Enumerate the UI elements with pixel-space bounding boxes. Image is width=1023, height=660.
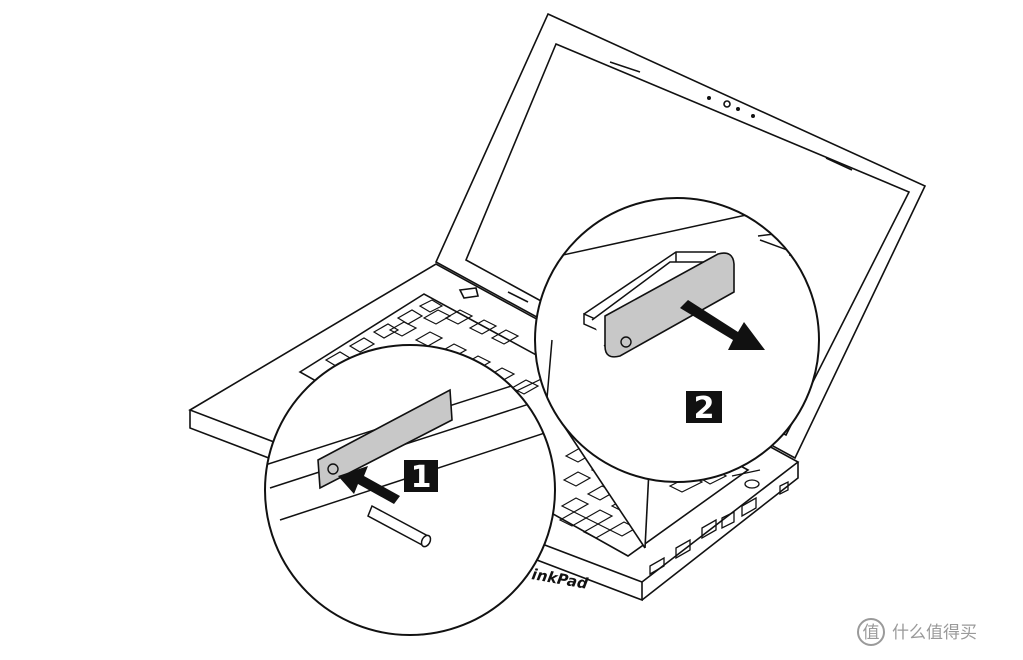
brand-label: inkPad bbox=[530, 565, 589, 593]
callout-step-1: 1 bbox=[264, 344, 556, 636]
pull-arrow-icon bbox=[680, 300, 765, 350]
step-2-badge: 2 bbox=[686, 391, 722, 426]
eject-pin-icon bbox=[367, 504, 432, 548]
zhi-icon: 值 bbox=[857, 618, 885, 646]
webcam-icon bbox=[723, 100, 731, 108]
step-1-badge: 1 bbox=[404, 460, 438, 495]
push-arrow-icon bbox=[338, 466, 400, 504]
eject-hole-icon bbox=[327, 463, 339, 475]
eject-hole-icon bbox=[620, 336, 632, 348]
callout-step-2: 2 bbox=[534, 197, 820, 549]
sim-tray bbox=[317, 388, 453, 490]
watermark-text: 什么值得买 bbox=[892, 623, 977, 643]
svg-text:值: 值 bbox=[863, 623, 880, 643]
watermark: 值 什么值得买 bbox=[857, 618, 977, 646]
step-2-number: 2 bbox=[694, 391, 715, 426]
laptop-lid bbox=[434, 12, 927, 460]
sim-tray bbox=[604, 252, 735, 358]
step-1-number: 1 bbox=[411, 460, 432, 495]
